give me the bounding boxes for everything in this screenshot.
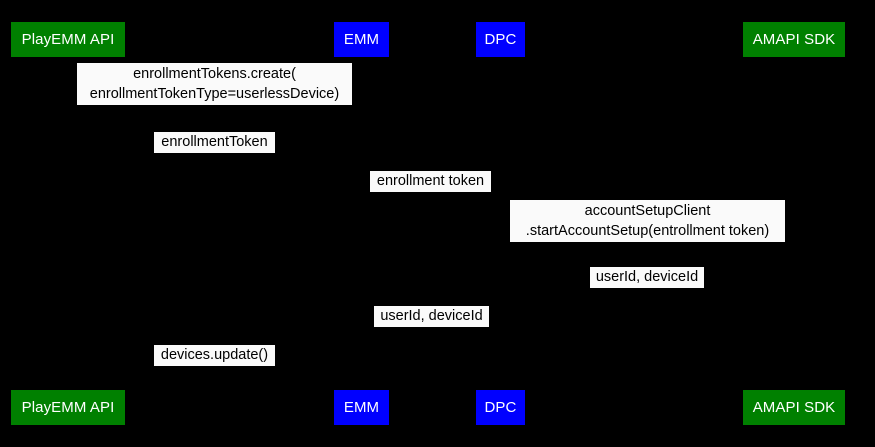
arrow-enrollment-token-return [68,153,361,154]
lifeline-dpc [500,57,501,390]
message-label-enrollment-token-to-dpc: enrollment token [370,171,491,192]
arrow-userid-deviceid-to-dpc [500,288,793,289]
participant-label: AMAPI SDK [752,399,836,416]
participant-label: DPC [484,31,517,48]
participant-label: PlayEMM API [21,31,115,48]
arrow-devices-update [68,366,361,367]
participant-emm-top[interactable]: EMM [334,22,389,57]
participant-dpc-top[interactable]: DPC [476,22,525,57]
participant-label: EMM [343,399,380,416]
message-label-enrollment-token-return: enrollmentToken [154,132,275,153]
message-label-userid-deviceid-to-emm: userId, deviceId [374,306,489,327]
participant-label: EMM [343,31,380,48]
participant-label: DPC [484,399,517,416]
message-label-userid-deviceid-to-dpc: userId, deviceId [590,267,704,288]
participant-emm-bottom[interactable]: EMM [334,390,389,425]
message-label-devices-update: devices.update() [154,345,275,366]
participant-playemm-api-bottom[interactable]: PlayEMM API [11,390,125,425]
arrow-userid-deviceid-to-emm [361,327,500,328]
arrow-enrollment-token-to-dpc [361,192,500,193]
participant-amapi-sdk-bottom[interactable]: AMAPI SDK [743,390,845,425]
message-label-start-account-setup: accountSetupClient .startAccountSetup(en… [510,200,785,242]
participant-label: AMAPI SDK [752,31,836,48]
arrow-enrollment-tokens-create [68,105,361,106]
lifeline-playemm-api [68,57,69,390]
message-label-enrollment-tokens-create: enrollmentTokens.create( enrollmentToken… [77,63,352,105]
lifeline-emm [361,57,362,390]
participant-playemm-api-top[interactable]: PlayEMM API [11,22,125,57]
participant-dpc-bottom[interactable]: DPC [476,390,525,425]
participant-label: PlayEMM API [21,399,115,416]
participant-amapi-sdk-top[interactable]: AMAPI SDK [743,22,845,57]
lifeline-amapi-sdk [793,57,794,390]
arrow-start-account-setup [500,242,793,243]
